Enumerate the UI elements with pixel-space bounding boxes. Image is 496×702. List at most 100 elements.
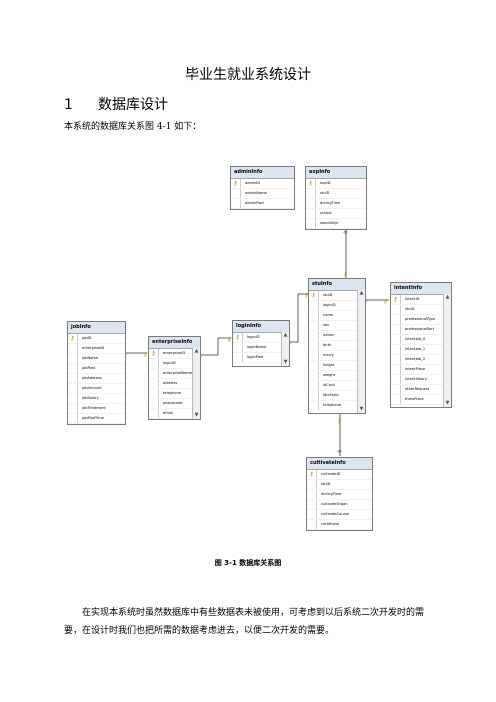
field-row: enterpriseID [68, 344, 125, 354]
field-name: height [323, 363, 335, 367]
scrollbar[interactable]: ▲▼ [192, 348, 200, 419]
field-row: sex [309, 321, 365, 331]
row-gutter [309, 321, 319, 330]
table-header: intentInfo [391, 283, 451, 295]
row-gutter [307, 490, 317, 499]
field-row: jobSalary [68, 394, 125, 404]
field-name: specialityr [320, 221, 339, 225]
field-name: jobSalary [82, 396, 99, 400]
field-row: specialityr [306, 219, 366, 229]
field-row: jobAmount [68, 384, 125, 394]
field-row: nation [309, 331, 365, 341]
field-name: marry [323, 353, 334, 357]
svg-text:⚷: ⚷ [343, 271, 347, 278]
scrollbar[interactable]: ▲▼ [357, 290, 365, 413]
row-gutter [309, 351, 319, 360]
field-name: stuID [323, 293, 333, 297]
row-gutter [391, 305, 401, 314]
field-row: jobMadTime [68, 414, 125, 424]
figure-caption: 图 3-1 数据库关系图 [214, 559, 282, 567]
field-name: otherRequest [405, 387, 430, 391]
field-name: intentID [405, 297, 420, 301]
key-icon: ⚷ [307, 470, 317, 479]
row-gutter [391, 395, 401, 404]
svg-text:⚷: ⚷ [337, 418, 341, 425]
field-name: expID [320, 181, 331, 185]
field-row: otherRequest [391, 385, 451, 395]
table-loginInfo[interactable]: loginInfo ⚷loginID loginName loginPwd ▲▼ [232, 320, 290, 367]
field-row: certificate [307, 520, 372, 530]
field-name: stuID [321, 482, 331, 486]
field-row: jobAddress [68, 374, 125, 384]
row-gutter [149, 369, 159, 378]
table-adminInfo[interactable]: adminInfo ⚷adminID adminName adminPwd [230, 166, 295, 210]
field-row: weight [309, 371, 365, 381]
svg-text:⚷: ⚷ [227, 336, 231, 343]
section-title: 数据库设计 [98, 97, 168, 113]
row-gutter [309, 371, 319, 380]
field-row: enterpriseName [149, 369, 200, 379]
field-name: school [320, 211, 332, 215]
field-name: adminPwd [245, 201, 264, 205]
field-name: sex [323, 323, 330, 327]
row-gutter [68, 344, 78, 353]
body-paragraph: 在实现本系统时虽然数据库中有些数据表未被使用，可考虑到以后系统二次开发时的需要，… [64, 608, 425, 636]
row-gutter [391, 355, 401, 364]
scrollbar[interactable]: ▲▼ [281, 332, 289, 366]
table-intentInfo[interactable]: intentInfo ⚷intentID stuID professionalT… [390, 282, 452, 408]
table-header: enterpriseInfo [149, 337, 200, 349]
row-gutter [307, 500, 317, 509]
row-gutter [68, 394, 78, 403]
row-gutter [68, 414, 78, 423]
field-row: adminPwd [231, 199, 294, 209]
row-gutter [68, 404, 78, 413]
field-name: email [163, 411, 173, 415]
key-icon: ⚷ [231, 179, 241, 188]
field-row: professionalSort [391, 325, 451, 335]
row-gutter [149, 359, 159, 368]
field-name: professionalType [405, 317, 436, 321]
field-name: nation [323, 333, 335, 337]
field-row: cultivateCourse [307, 510, 372, 520]
field-row: loginID [309, 301, 365, 311]
row-gutter [306, 219, 316, 228]
field-row: telephone [149, 389, 200, 399]
table-enterpriseInfo[interactable]: enterpriseInfo ⚷enterpriseID loginID ent… [148, 336, 201, 420]
table-stuInfo[interactable]: stuInfo ⚷stuID loginID name sex nation b… [308, 278, 366, 414]
field-name: postalcode [163, 401, 183, 405]
scroll-up-icon: ▲ [194, 348, 199, 354]
row-gutter [307, 510, 317, 519]
field-row: intentJob_2 [391, 355, 451, 365]
row-gutter [306, 189, 316, 198]
scroll-up-icon: ▲ [359, 290, 364, 296]
scrollbar[interactable]: ▲▼ [443, 294, 451, 407]
row-gutter [391, 375, 401, 384]
table-jobInfo[interactable]: jobInfo ⚷jobID enterpriseID jobName jobP… [67, 321, 126, 425]
table-expInfo[interactable]: expInfo ⚷expID stuID duringTime school s… [305, 166, 367, 230]
field-row: loginPwd [233, 353, 289, 363]
field-name: enterpriseName [163, 371, 193, 375]
field-row: IdioStyle [309, 391, 365, 401]
field-name: intentJob_1 [405, 347, 426, 351]
field-row: intentJob_1 [391, 345, 451, 355]
row-gutter [68, 384, 78, 393]
svg-text:⚷: ⚷ [143, 351, 147, 358]
key-icon: ⚷ [306, 179, 316, 188]
field-row: professionalType [391, 315, 451, 325]
field-name: cultivateCourse [321, 512, 350, 516]
field-name: address [163, 381, 178, 385]
field-row: ⚷loginID [233, 333, 289, 343]
row-gutter [68, 354, 78, 363]
field-name: loginPwd [247, 355, 264, 359]
field-name: enterpriseID [163, 351, 186, 355]
row-gutter [309, 301, 319, 310]
row-gutter [391, 365, 401, 374]
field-name: jobAmount [82, 386, 102, 390]
key-icon: ⚷ [309, 291, 319, 300]
table-cultivateInfo[interactable]: cultivateInfo ⚷cultivateID stuID duringT… [306, 457, 373, 531]
field-name: jobAddress [82, 376, 102, 380]
row-gutter [231, 199, 241, 208]
field-row: address [149, 379, 200, 389]
field-name: loginID [247, 335, 260, 339]
